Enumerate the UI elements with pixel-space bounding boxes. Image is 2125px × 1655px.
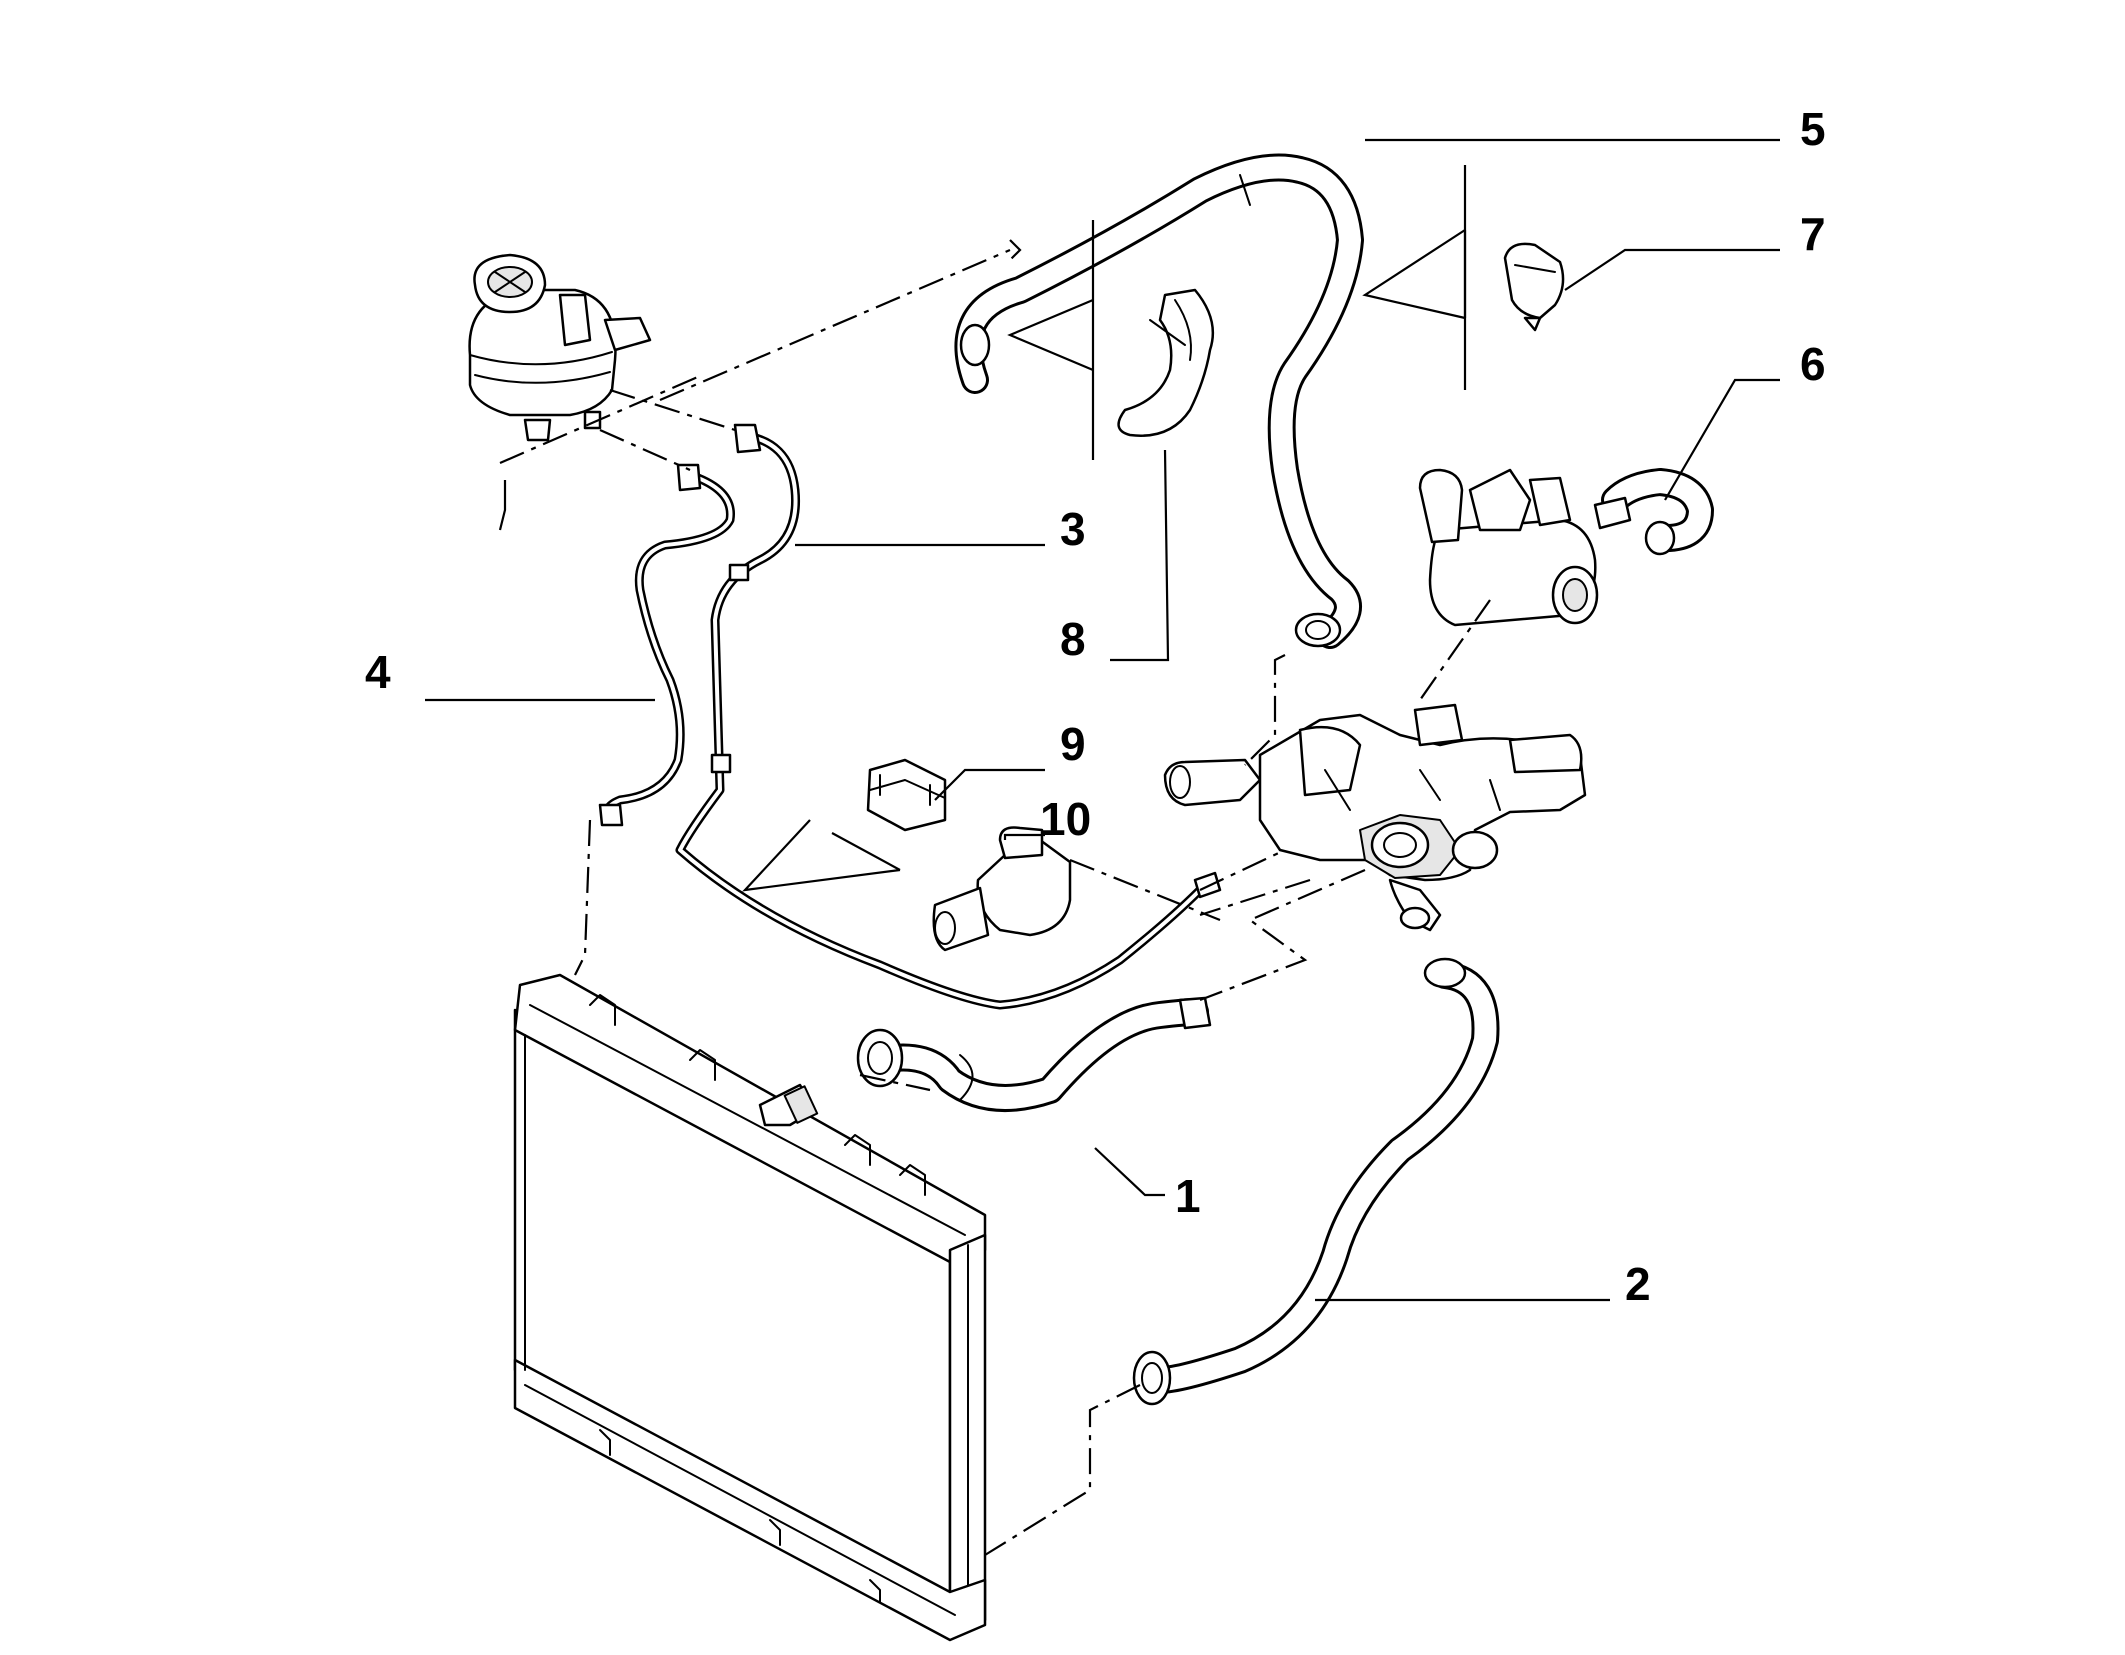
clip-7 [1503, 242, 1565, 332]
expansion-tank [468, 253, 652, 442]
callout-7: 7 [1800, 208, 1826, 260]
callout-10: 10 [1040, 793, 1091, 845]
callout-8: 8 [1060, 613, 1086, 665]
callout-4: 4 [365, 646, 391, 698]
grouping-brackets [498, 165, 1467, 892]
leader-lines [425, 138, 1780, 1302]
hose-1 [856, 996, 1212, 1112]
pipe-4 [598, 463, 735, 827]
callout-3: 3 [1060, 503, 1086, 555]
radiator [513, 973, 987, 1642]
hose-6 [1593, 468, 1714, 556]
hose-5 [954, 153, 1364, 649]
callouts: 1 2 3 4 5 6 7 8 9 10 [365, 103, 1826, 1310]
connector-10 [932, 826, 1072, 952]
hose-2 [1132, 957, 1500, 1406]
clip-9 [866, 758, 947, 832]
heat-exchanger [1418, 468, 1599, 627]
pipe-3 [675, 423, 1222, 1010]
thermostat-housing [1163, 703, 1587, 932]
callout-1: 1 [1175, 1170, 1201, 1222]
callout-5: 5 [1800, 103, 1826, 155]
callout-9: 9 [1060, 718, 1086, 770]
bracket-8 [1117, 288, 1215, 437]
callout-2: 2 [1625, 1258, 1651, 1310]
callout-6: 6 [1800, 338, 1826, 390]
assembly-lines [499, 239, 1491, 1556]
